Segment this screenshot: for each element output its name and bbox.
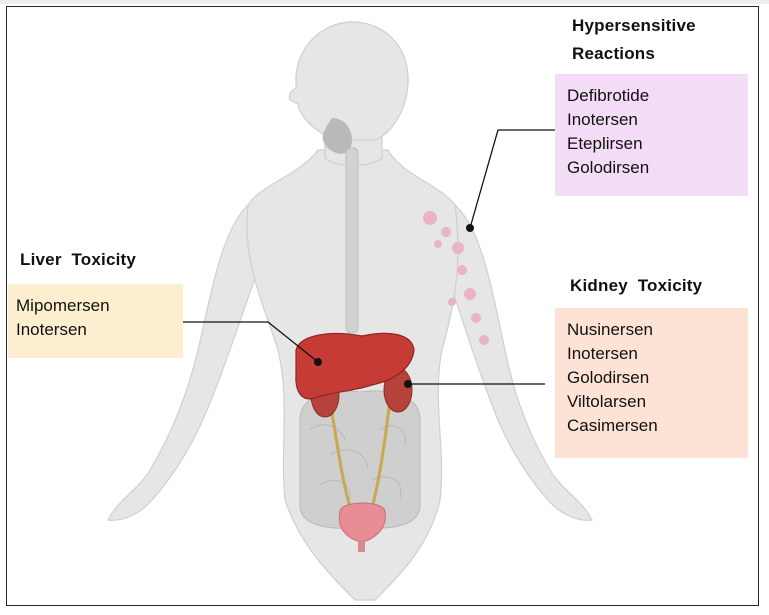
drug-item: Golodirsen — [567, 158, 650, 177]
top-rule — [0, 0, 769, 4]
drug-item: Eteplirsen — [567, 134, 643, 153]
drug-item: Mipomersen — [16, 296, 110, 315]
drug-item: Defibrotide — [567, 86, 650, 105]
kidney-drug-box: Nusinersen Inotersen Golodirsen Viltolar… — [555, 308, 748, 458]
connector-lines — [183, 129, 555, 385]
airway — [322, 118, 359, 334]
kidney-toxicity-title: Kidney Toxicity — [570, 276, 703, 295]
connector-dots — [314, 224, 474, 388]
drug-item: Inotersen — [567, 110, 638, 129]
hypersensitive-title-line1: Hypersensitive — [572, 16, 696, 35]
drug-item: Inotersen — [16, 320, 87, 339]
rash-spots — [423, 211, 489, 345]
drug-item: Golodirsen — [567, 368, 650, 387]
drug-item: Nusinersen — [567, 320, 653, 339]
liver-toxicity-title: Liver Toxicity — [20, 250, 137, 269]
urethra — [358, 540, 365, 552]
drug-item: Inotersen — [567, 344, 638, 363]
bladder — [338, 502, 386, 543]
liver — [295, 332, 415, 400]
hypersensitive-drug-box: Defibrotide Inotersen Eteplirsen Golodir… — [555, 74, 748, 196]
liver-drug-box: Mipomersen Inotersen — [8, 284, 183, 358]
drug-item: Viltolarsen — [567, 392, 647, 411]
drug-item: Casimersen — [567, 416, 658, 435]
hypersensitive-title-line2: Reactions — [572, 44, 656, 63]
